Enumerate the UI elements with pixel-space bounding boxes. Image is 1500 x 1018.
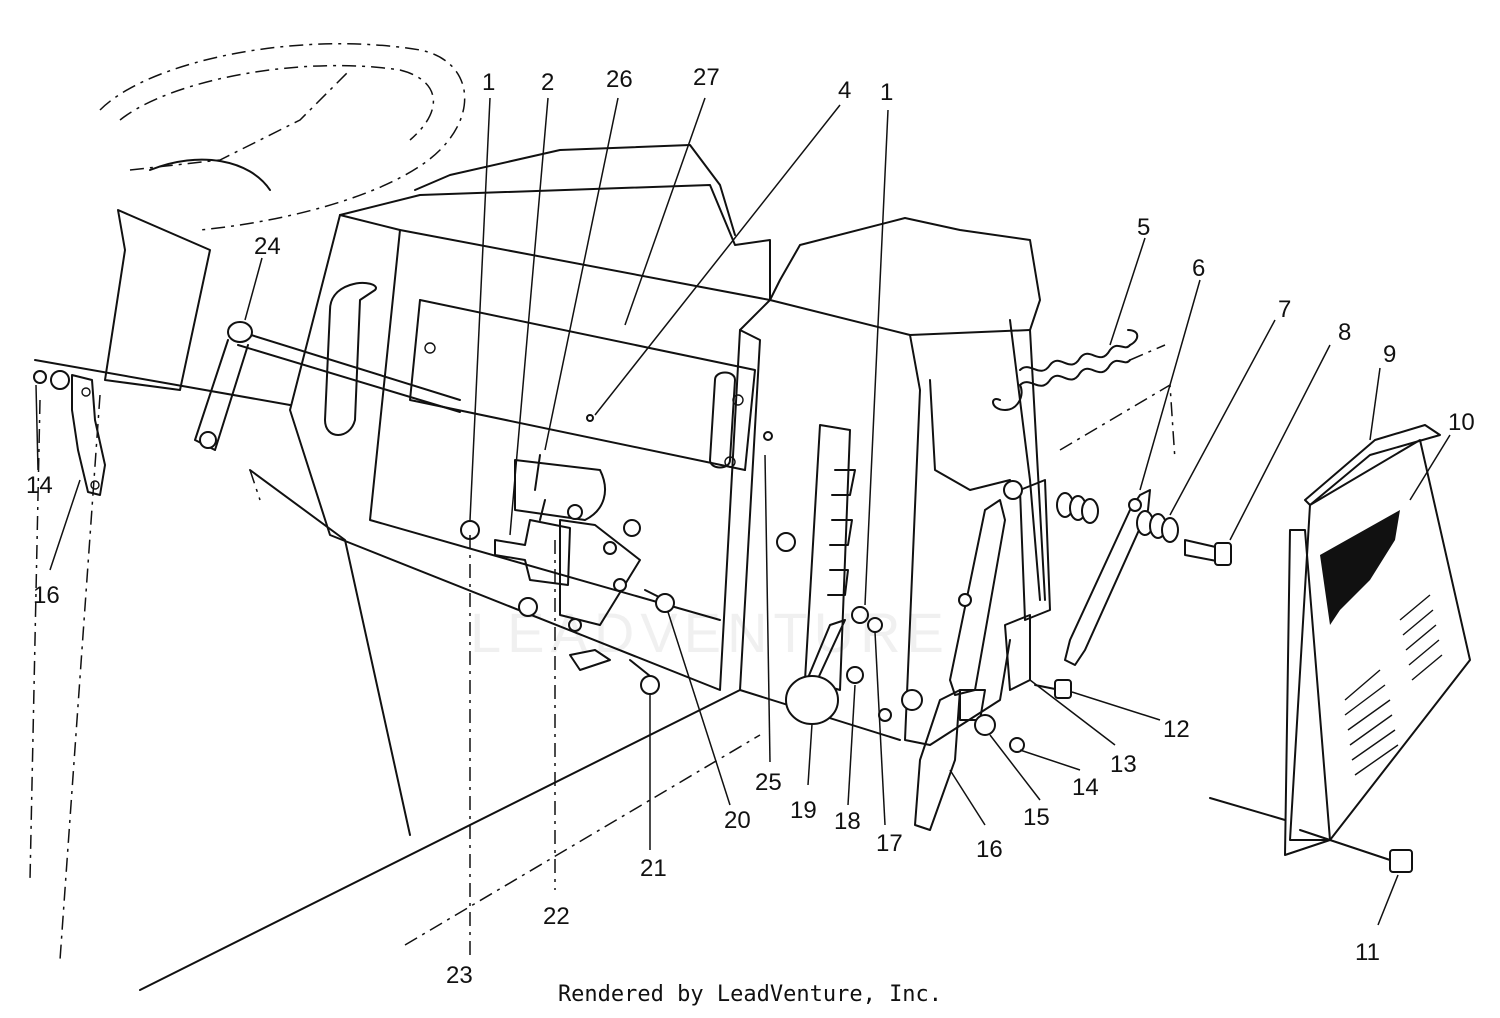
chassis-lines xyxy=(139,469,761,991)
callout-label: 14 xyxy=(26,472,53,499)
callouts: 1 2 26 27 4 1 5 6 7 8 9 10 24 14 16 12 1… xyxy=(26,64,1475,989)
callout-label: 16 xyxy=(976,836,1003,863)
shift-rod xyxy=(194,321,461,451)
washer-stack xyxy=(1034,492,1232,699)
callout-label: 22 xyxy=(543,903,570,930)
callout-label: 15 xyxy=(1023,804,1050,831)
callout-label: 27 xyxy=(693,64,720,91)
callout-label: 14 xyxy=(1072,774,1099,801)
callout-label: 17 xyxy=(876,830,903,857)
callout-label: 23 xyxy=(446,962,473,989)
center-bracket xyxy=(460,454,675,695)
left-pedal-bracket xyxy=(33,370,106,496)
callout-label: 5 xyxy=(1137,214,1150,241)
side-cover xyxy=(1209,424,1471,873)
callout-label: 2 xyxy=(541,69,554,96)
leader-lines xyxy=(35,97,1451,926)
callout-label: 18 xyxy=(834,808,861,835)
callout-label: 16 xyxy=(33,582,60,609)
steering-wheel xyxy=(29,42,466,961)
callout-label: 1 xyxy=(482,69,495,96)
callout-label: 13 xyxy=(1110,751,1137,778)
callout-label: 24 xyxy=(254,233,281,260)
callout-label: 9 xyxy=(1383,341,1396,368)
callout-label: 25 xyxy=(755,769,782,796)
render-credit: Rendered by LeadVenture, Inc. xyxy=(557,982,943,1007)
callout-label: 20 xyxy=(724,807,751,834)
callout-label: 7 xyxy=(1278,296,1291,323)
watermark-text: LEADVENTURE xyxy=(470,601,950,664)
callout-label: 8 xyxy=(1338,319,1351,346)
linkage-arms xyxy=(901,479,1151,831)
right-tower xyxy=(739,217,1046,746)
callout-label: 6 xyxy=(1192,255,1205,282)
callout-label: 4 xyxy=(838,77,851,104)
callout-label: 1 xyxy=(880,79,893,106)
callout-label: 12 xyxy=(1163,716,1190,743)
callout-label: 21 xyxy=(640,855,667,882)
callout-label: 10 xyxy=(1448,409,1475,436)
console-nuts xyxy=(586,414,892,722)
callout-label: 19 xyxy=(790,797,817,824)
callout-label: 26 xyxy=(606,66,633,93)
callout-label: 11 xyxy=(1355,939,1380,966)
